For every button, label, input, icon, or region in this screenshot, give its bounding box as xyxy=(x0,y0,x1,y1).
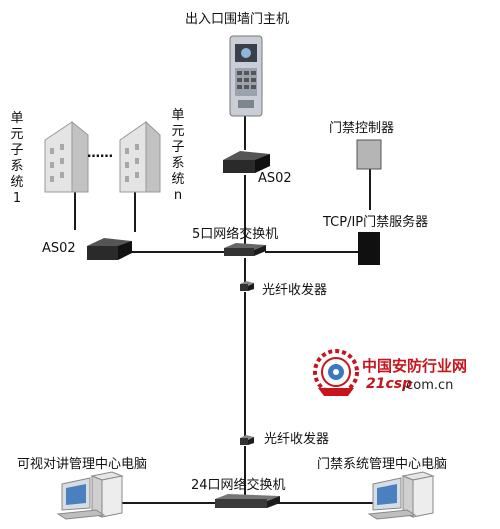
access-controller-box xyxy=(356,139,382,170)
pc-left-label: 可视对讲管理中心电脑 xyxy=(17,457,148,472)
pc-right-label: 门禁系统管理中心电脑 xyxy=(317,457,448,472)
watermark-domain: .com.cn xyxy=(402,378,454,393)
main-unit-label: 出入口围墙门主机 xyxy=(185,12,290,27)
switch5-label: 5口网络交换机 xyxy=(192,227,279,242)
ellipsis-label: …… xyxy=(87,146,113,161)
building-right xyxy=(119,120,161,193)
tcpip-server-box xyxy=(358,232,380,265)
switch-5port-device xyxy=(224,243,266,256)
pc-right-device xyxy=(367,471,435,520)
switch-24port-device xyxy=(215,494,280,508)
watermark-brand: 21csp xyxy=(366,376,413,392)
watermark-emblem-icon xyxy=(313,349,359,396)
fiber-transceiver-top xyxy=(240,281,254,291)
watermark-name: 中国安防行业网 xyxy=(362,357,468,375)
as02-left-device xyxy=(87,238,132,260)
pc-left-device xyxy=(56,471,124,520)
fiber-top-label: 光纤收发器 xyxy=(262,283,328,298)
as02-top-device xyxy=(223,151,270,173)
as02-top-label: AS02 xyxy=(258,171,292,186)
switch24-label: 24口网络交换机 xyxy=(191,478,286,493)
connection-lines xyxy=(74,115,375,504)
as02-left-label: AS02 xyxy=(42,241,76,256)
tcpip-server-label: TCP/IP门禁服务器 xyxy=(323,215,429,230)
fiber-transceiver-bottom xyxy=(240,435,254,445)
fiber-bottom-label: 光纤收发器 xyxy=(264,432,330,447)
building-left xyxy=(44,120,89,193)
unit-right-label: 单元子系统n xyxy=(171,108,185,203)
unit-left-label: 单元子系统1 xyxy=(10,111,24,206)
main-door-unit xyxy=(229,35,263,117)
access-controller-label: 门禁控制器 xyxy=(329,121,395,136)
